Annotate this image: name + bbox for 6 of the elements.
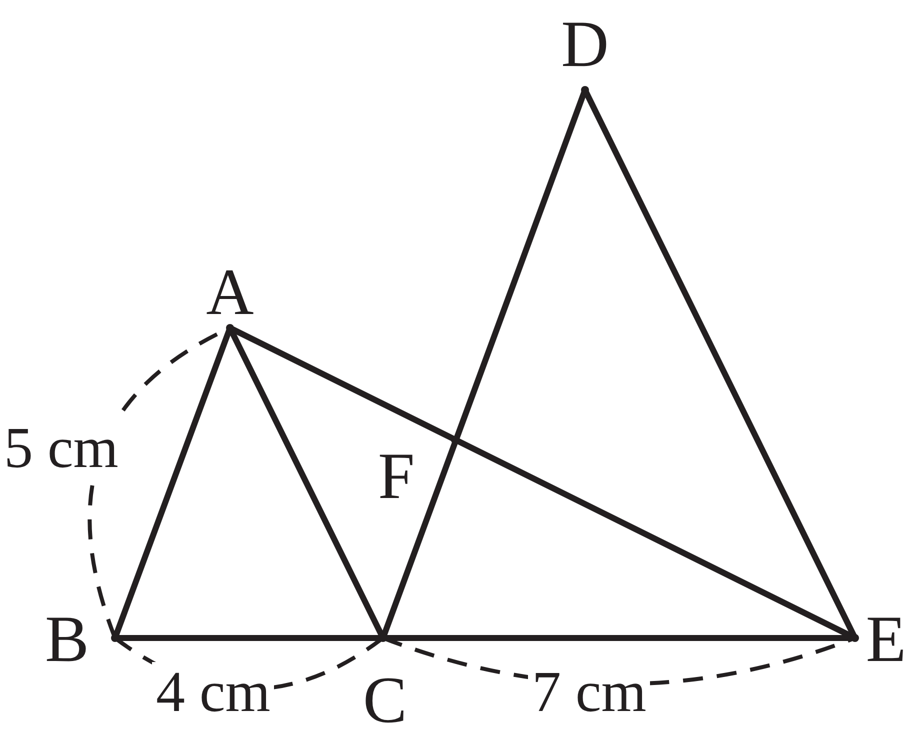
point-label: B [45,607,117,673]
point-label: F [378,438,458,510]
point-label: A [197,260,263,330]
point-label: D [552,12,618,92]
point-label: C [352,636,418,734]
point-label: E [853,607,917,673]
